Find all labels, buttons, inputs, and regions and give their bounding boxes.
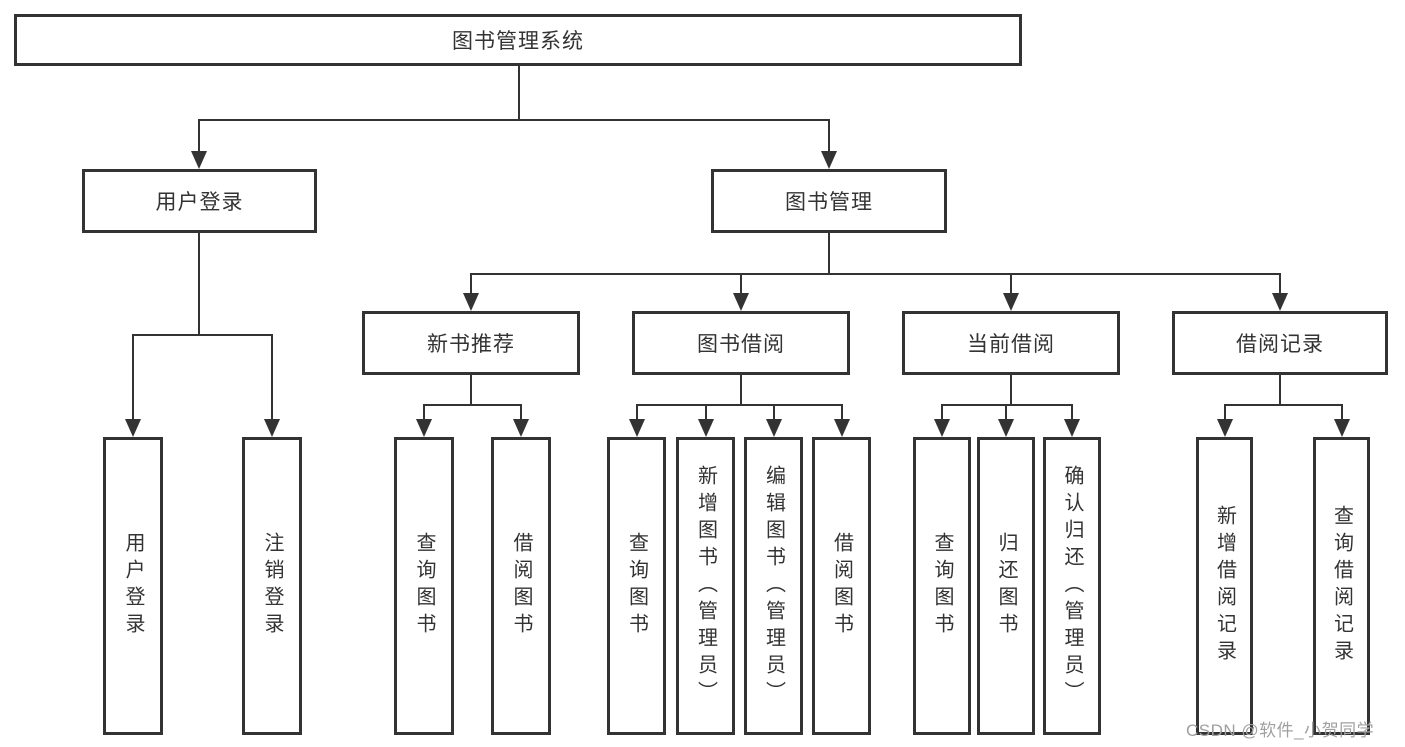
connector-line: [941, 404, 1073, 406]
node-borrowing-records: 借阅记录: [1172, 311, 1388, 375]
connector-line: [423, 404, 522, 406]
arrowhead-down: [766, 419, 782, 437]
leaf-add-book-admin: 新增图书（管理员）: [676, 437, 735, 735]
connector-line: [773, 404, 775, 420]
leaf-logout: 注销登录: [242, 437, 302, 735]
leaf-query-books-newbook: 查询图书: [394, 437, 454, 735]
arrowhead-down: [821, 151, 837, 169]
node-label: 新增图书（管理员）: [694, 464, 717, 708]
connector-line: [1071, 404, 1073, 420]
arrowhead-down: [1064, 419, 1080, 437]
leaf-return-book: 归还图书: [977, 437, 1035, 735]
node-label: 新书推荐: [427, 333, 515, 356]
connector-line: [841, 404, 843, 420]
connector-line: [705, 404, 707, 420]
connector-line: [636, 404, 843, 406]
connector-line: [198, 119, 200, 152]
arrowhead-down: [733, 293, 749, 311]
leaf-query-books-borrow: 查询图书: [607, 437, 666, 735]
arrowhead-down: [998, 419, 1014, 437]
node-label: 查询借阅记录: [1330, 505, 1353, 667]
connector-line: [740, 375, 742, 405]
leaf-borrow-books-newbook: 借阅图书: [491, 437, 551, 735]
arrowhead-down: [125, 419, 141, 437]
connector-line: [470, 273, 472, 295]
connector-line: [1010, 375, 1012, 405]
connector-line: [1224, 404, 1226, 420]
node-label: 确认归还（管理员）: [1061, 464, 1083, 708]
connector-line: [470, 375, 472, 405]
arrowhead-down: [1272, 293, 1288, 311]
arrowhead-down: [416, 419, 432, 437]
node-label: 编辑图书（管理员）: [762, 464, 785, 708]
arrowhead-down: [1334, 419, 1350, 437]
node-label: 用户登录: [155, 191, 244, 214]
connector-line: [518, 66, 520, 120]
node-label: 图书管理系统: [452, 30, 584, 53]
connector-line: [636, 404, 638, 420]
node-label: 查询图书: [413, 532, 435, 640]
node-label: 查询图书: [625, 532, 648, 640]
connector-line: [198, 119, 830, 121]
csdn-watermark: CSDN @软件_小贺同学: [1186, 721, 1375, 740]
arrowhead-down: [934, 419, 950, 437]
connector-line: [740, 273, 742, 295]
connector-line: [1010, 273, 1012, 295]
node-book-borrowing: 图书借阅: [632, 311, 850, 375]
connector-line: [198, 233, 200, 335]
leaf-borrow-books-borrow: 借阅图书: [812, 437, 871, 735]
leaf-edit-book-admin: 编辑图书（管理员）: [744, 437, 803, 735]
leaf-query-borrow-record: 查询借阅记录: [1313, 437, 1370, 735]
node-label: 注销登录: [261, 532, 283, 640]
leaf-add-borrow-record: 新增借阅记录: [1196, 437, 1253, 735]
connector-line: [1005, 404, 1007, 420]
connector-line: [520, 404, 522, 420]
connector-line: [132, 334, 273, 336]
connector-line: [941, 404, 943, 420]
arrowhead-down: [463, 293, 479, 311]
node-label: 查询图书: [931, 532, 953, 640]
arrowhead-down: [1217, 419, 1233, 437]
connector-line: [828, 233, 830, 274]
connector-line: [423, 404, 425, 420]
connector-line: [1279, 273, 1281, 295]
connector-line: [828, 119, 830, 152]
arrowhead-down: [1003, 293, 1019, 311]
connector-line: [1279, 375, 1281, 405]
connector-line: [271, 334, 273, 419]
arrowhead-down: [513, 419, 529, 437]
arrowhead-down: [191, 151, 207, 169]
leaf-user-login: 用户登录: [103, 437, 163, 735]
arrowhead-down: [629, 419, 645, 437]
node-current-borrowing: 当前借阅: [902, 311, 1120, 375]
node-label: 借阅记录: [1236, 333, 1324, 356]
leaf-query-books-current: 查询图书: [913, 437, 971, 735]
connector-line: [1341, 404, 1343, 420]
arrowhead-down: [834, 419, 850, 437]
node-label: 归还图书: [995, 532, 1017, 640]
node-user-login: 用户登录: [82, 169, 317, 233]
node-label: 图书借阅: [697, 333, 785, 356]
node-label: 借阅图书: [510, 532, 532, 640]
connector-line: [1224, 404, 1343, 406]
connector-line: [470, 273, 1281, 275]
node-book-management: 图书管理: [711, 169, 947, 233]
node-label: 图书管理: [785, 191, 873, 214]
node-label: 新增借阅记录: [1213, 505, 1236, 667]
arrowhead-down: [698, 419, 714, 437]
node-label: 当前借阅: [967, 333, 1055, 356]
connector-line: [132, 334, 134, 419]
node-label: 用户登录: [122, 532, 144, 640]
leaf-confirm-return-admin: 确认归还（管理员）: [1043, 437, 1101, 735]
node-new-book-recommendation: 新书推荐: [362, 311, 580, 375]
arrowhead-down: [264, 419, 280, 437]
node-library-management-system: 图书管理系统: [14, 14, 1022, 66]
node-label: 借阅图书: [830, 532, 853, 640]
